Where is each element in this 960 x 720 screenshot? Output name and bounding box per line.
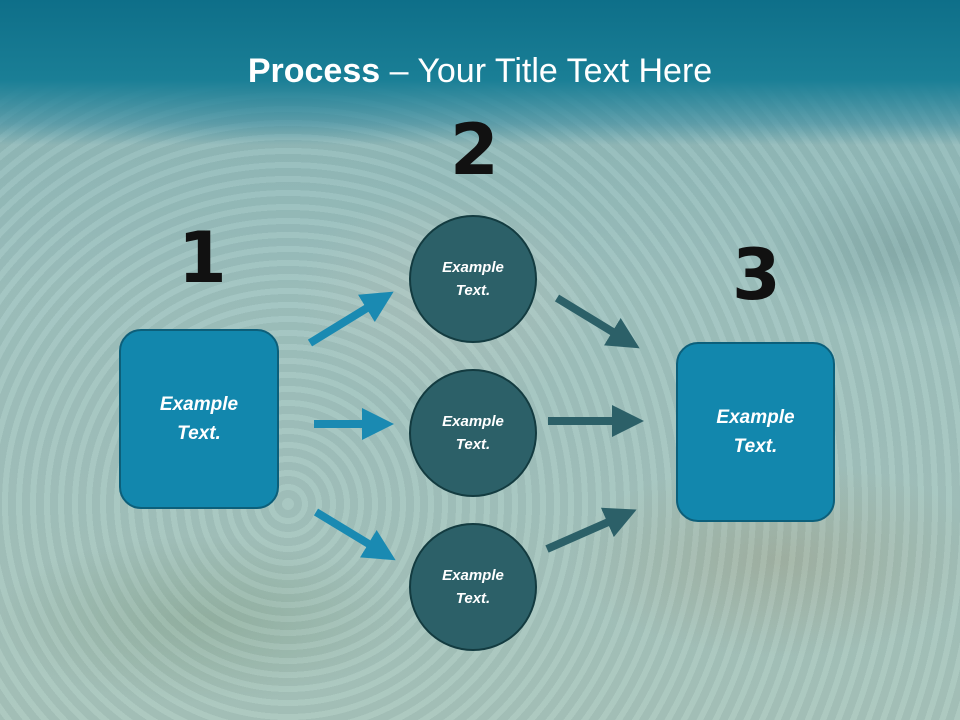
circle-top-line2: Text. — [455, 282, 491, 299]
title-bold: Process — [247, 52, 381, 90]
step-1-line1: Example — [159, 394, 239, 415]
step-number-1: 1 — [178, 217, 227, 299]
step-2-circle-middle[interactable]: Example Text. — [409, 369, 537, 497]
arrow-bottom-to-right — [545, 507, 637, 553]
circle-middle-line1: Example — [442, 413, 504, 430]
arrow-left-to-bottom — [313, 508, 396, 561]
step-1-line2: Text. — [177, 423, 221, 444]
step-3-line1: Example — [716, 407, 795, 428]
slide-title: Process – Your Title Text Here — [0, 52, 960, 91]
step-number-3: 3 — [732, 234, 781, 316]
step-2-circle-bottom[interactable]: Example Text. — [409, 523, 537, 651]
step-1-box[interactable]: Example Text. — [119, 329, 279, 509]
title-rest: – Your Title Text Here — [380, 52, 713, 90]
circle-bottom-line1: Example — [442, 567, 504, 584]
circle-middle-line2: Text. — [455, 436, 491, 453]
arrow-left-to-top — [307, 291, 394, 347]
arrow-top-to-right — [554, 294, 640, 349]
step-number-2: 2 — [450, 109, 499, 191]
circle-top-line1: Example — [442, 259, 504, 276]
title-banner — [0, 0, 960, 145]
step-3-line2: Text. — [733, 436, 778, 457]
step-3-box[interactable]: Example Text. — [676, 342, 835, 522]
step-2-circle-top[interactable]: Example Text. — [409, 215, 537, 343]
circle-bottom-line2: Text. — [455, 590, 491, 607]
